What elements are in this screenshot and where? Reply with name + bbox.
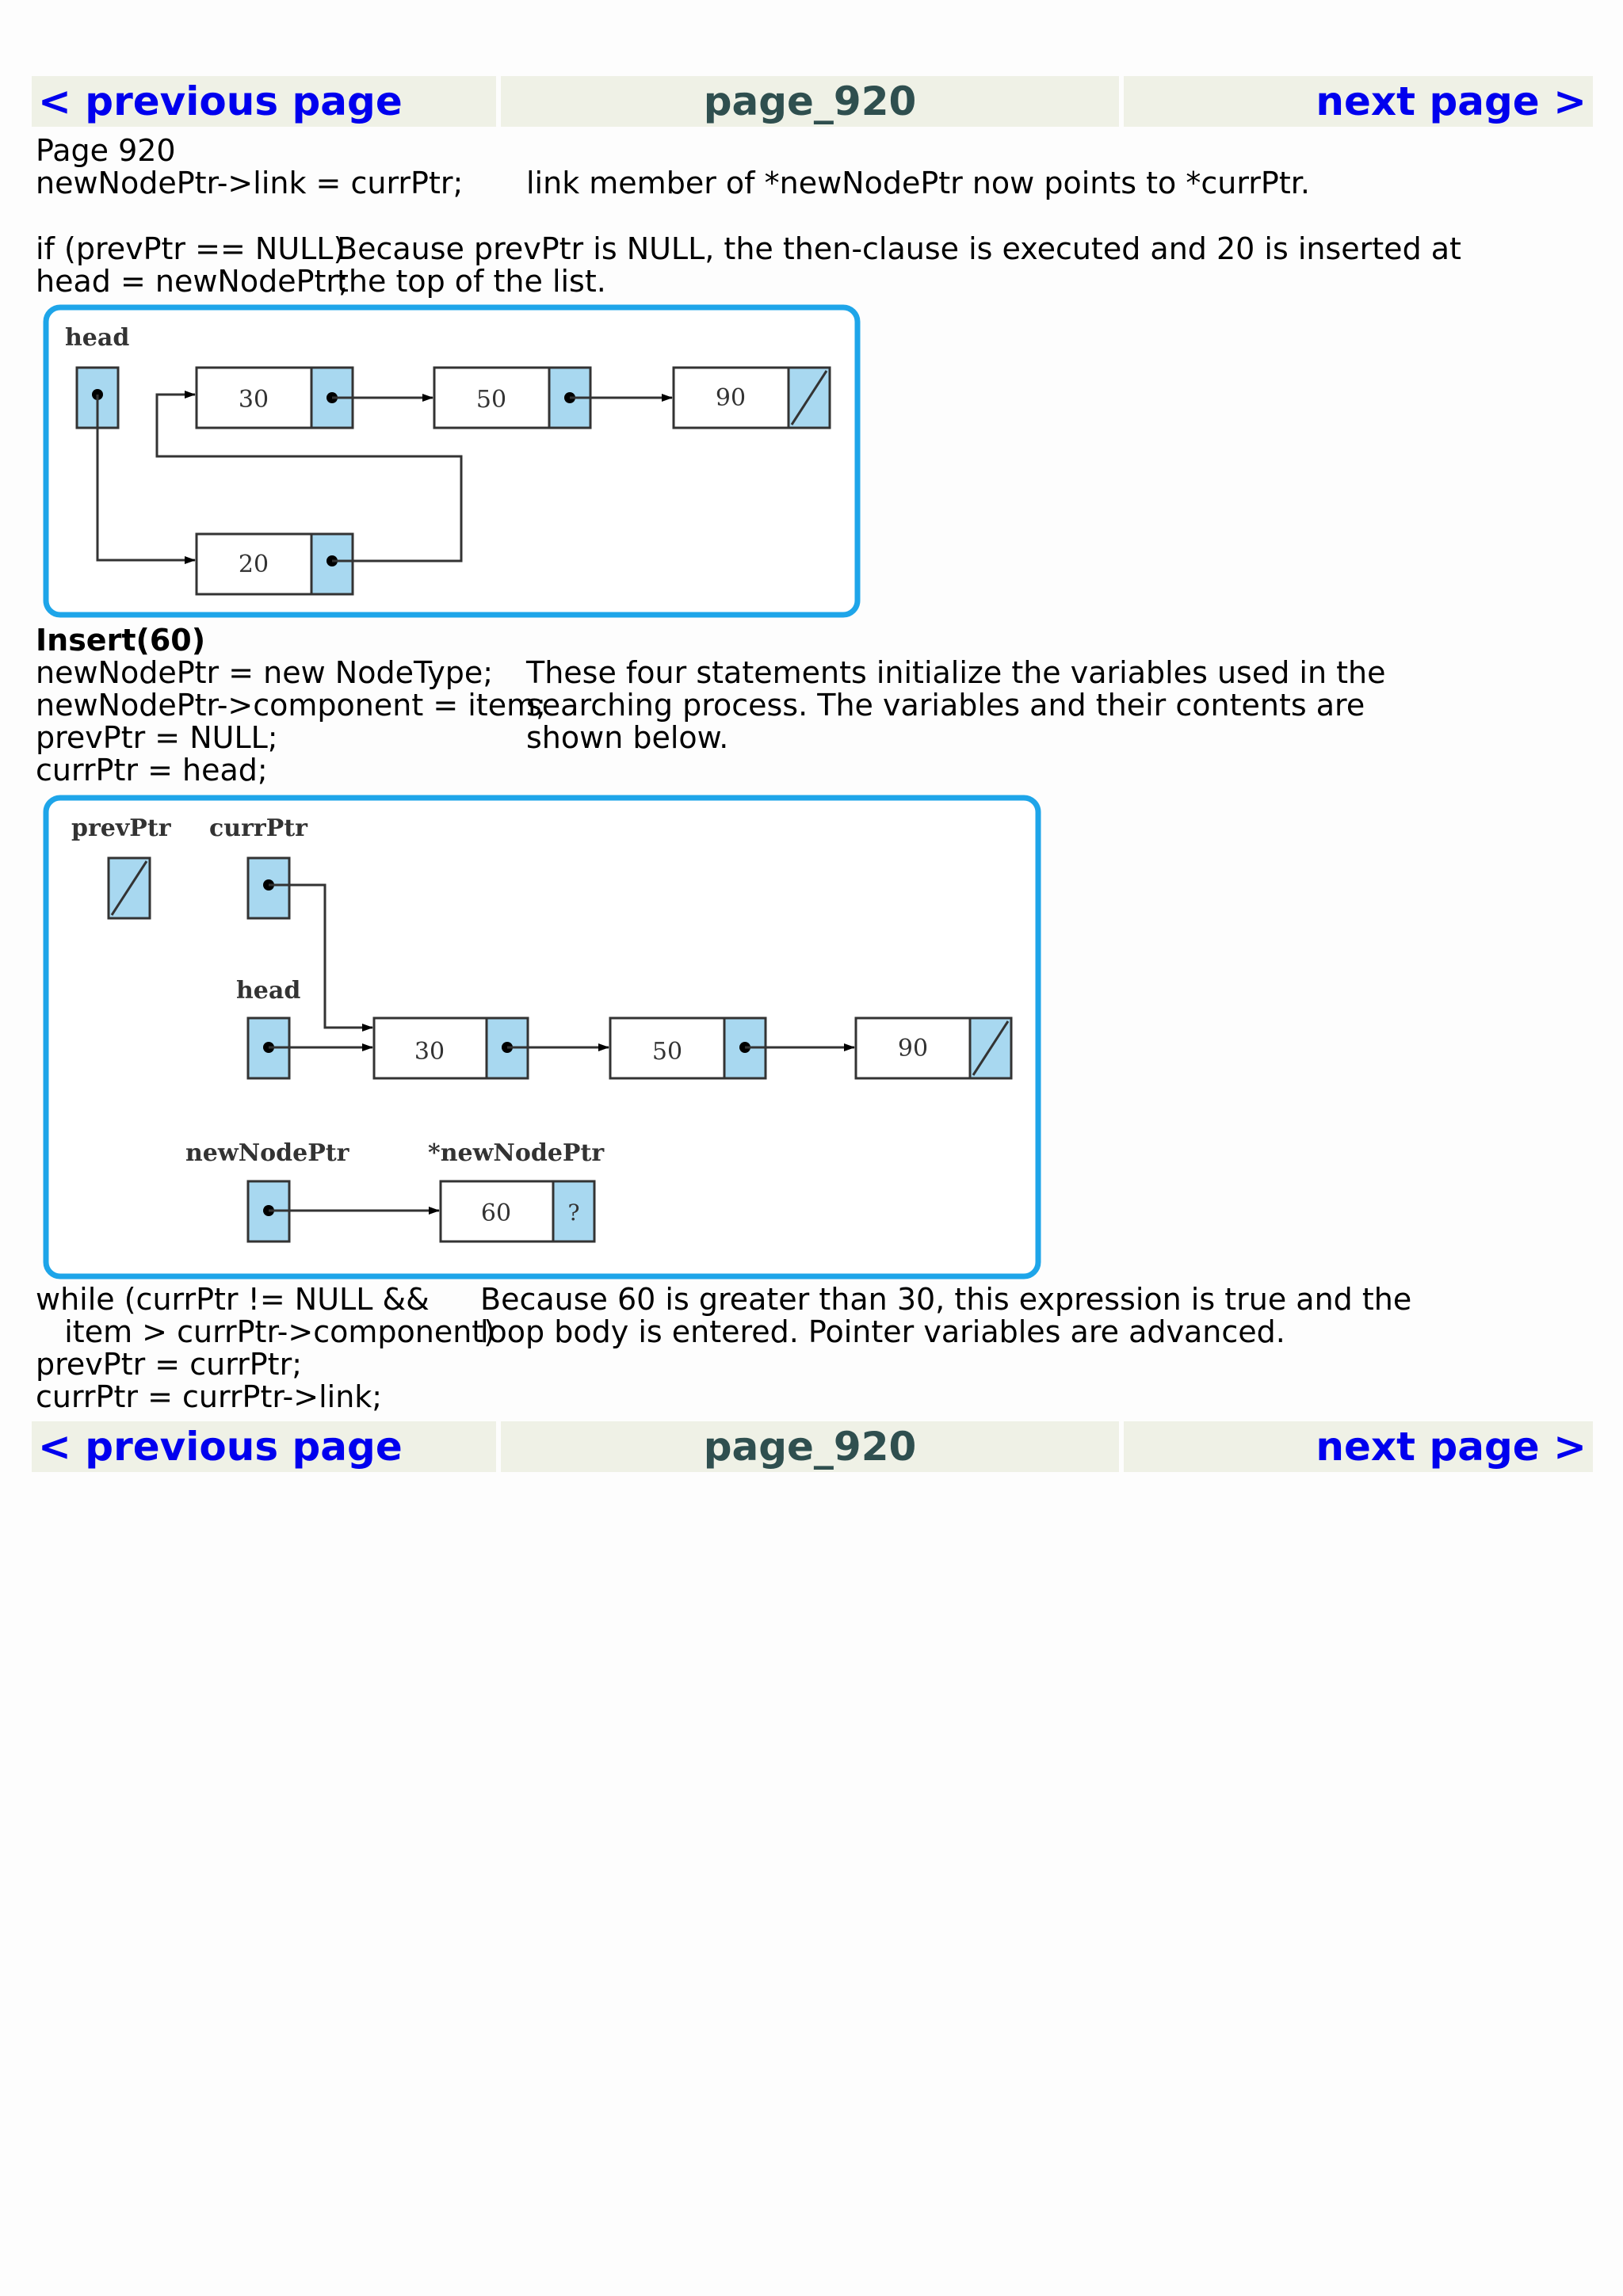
node-90: 90 (672, 366, 831, 429)
diagram1-svg: head 30 50 90 (43, 304, 861, 618)
node-60: 60 ? (439, 1180, 596, 1243)
node-50: 50 (609, 1016, 767, 1080)
head-label: head (236, 977, 300, 1005)
node-30-value: 30 (414, 1038, 445, 1066)
diagram1-frame (43, 304, 861, 618)
next-page-link[interactable]: next page > (1124, 1421, 1593, 1472)
page-number-label: page_920 (501, 76, 1119, 127)
desc-link-assignment: link member of *newNodePtr now points to… (526, 166, 1310, 200)
node-50-value: 50 (476, 386, 506, 414)
code-advance-line2: currPtr = currPtr->link; (36, 1379, 383, 1414)
desc-if-line2: the top of the list. (337, 264, 606, 299)
previous-page-link[interactable]: < previous page (32, 76, 496, 127)
desc-if-line1: Because prevPtr is NULL, the then-clause… (337, 231, 1461, 266)
code-while-line2: item > currPtr->component) (36, 1314, 496, 1349)
page-heading: Page 920 (36, 133, 176, 168)
desc-init-line2: searching process. The variables and the… (526, 688, 1365, 723)
code-init-line3: prevPtr = NULL; (36, 720, 278, 755)
newnodeptr-label: newNodePtr (185, 1139, 350, 1167)
desc-init-line3: shown below. (526, 720, 729, 755)
head-label: head (65, 324, 129, 352)
null-slash-icon (110, 860, 148, 916)
linked-list-diagram-insert-60-init: prevPtr currPtr head 30 50 (43, 795, 1041, 1283)
code-if-line2: head = newNodePtr; (36, 264, 349, 299)
next-page-link[interactable]: next page > (1124, 76, 1593, 127)
desc-init-line1: These four statements initialize the var… (526, 655, 1386, 690)
node-20-value: 20 (239, 551, 269, 578)
bottom-nav-bar: < previous page page_920 next page > (32, 1421, 1593, 1472)
node-50-value: 50 (652, 1038, 682, 1066)
code-if-line1: if (prevPtr == NULL) (36, 231, 346, 266)
node-30: 30 (372, 1016, 529, 1080)
node-30: 30 (195, 366, 354, 429)
node-90-value: 90 (898, 1035, 928, 1062)
prevptr-cell (107, 856, 151, 920)
code-advance-line1: prevPtr = currPtr; (36, 1347, 303, 1382)
diagram2-svg: prevPtr currPtr head 30 50 (43, 795, 1041, 1280)
star-newnodeptr-label: *newNodePtr (428, 1139, 605, 1167)
diagram2-frame (43, 795, 1041, 1280)
desc-while-line1: Because 60 is greater than 30, this expr… (480, 1282, 1412, 1317)
code-init-line4: currPtr = head; (36, 753, 268, 788)
currptr-label: currPtr (209, 814, 308, 842)
linked-list-diagram-after-insert-20: head 30 50 90 (43, 304, 861, 621)
node-20: 20 (195, 532, 354, 596)
insert-60-heading: Insert(60) (36, 623, 206, 658)
node-90: 90 (854, 1016, 1013, 1080)
node-90-value: 90 (716, 384, 746, 412)
diagram2-arrows (269, 883, 855, 1215)
node-50: 50 (433, 366, 592, 429)
null-slash-icon (972, 1020, 1010, 1076)
diagram1-arrows (96, 391, 673, 564)
previous-page-link[interactable]: < previous page (32, 1421, 496, 1472)
desc-while-line2: loop body is entered. Pointer variables … (480, 1314, 1285, 1349)
code-init-line1: newNodePtr = new NodeType; (36, 655, 494, 690)
page-number-label: page_920 (501, 1421, 1119, 1472)
code-init-line2: newNodePtr->component = item; (36, 688, 546, 723)
code-link-assignment: newNodePtr->link = currPtr; (36, 166, 464, 200)
prevptr-label: prevPtr (71, 814, 172, 842)
code-while-line1: while (currPtr != NULL && (36, 1282, 430, 1317)
currptr-cell (246, 856, 291, 920)
null-slash-icon (790, 370, 828, 425)
unknown-link-mark: ? (567, 1199, 579, 1226)
node-30-value: 30 (239, 386, 269, 414)
top-nav-bar: < previous page page_920 next page > (32, 76, 1593, 127)
node-60-value: 60 (481, 1199, 511, 1227)
